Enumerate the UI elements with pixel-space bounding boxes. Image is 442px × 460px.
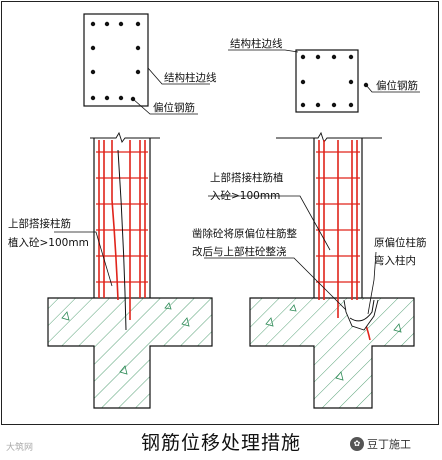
right-rebar-leader [365,84,420,93]
left-aggregate [61,302,190,375]
left-slab [47,297,213,409]
left-note-leader [54,231,113,287]
left-column-outline [83,13,149,107]
mid-note2-line2: 改后与上部柱砼整浇 [192,245,287,258]
left-edge-leader [147,67,210,85]
right-rebar-label: 偏位钢筋 [376,79,418,92]
mid-note1-line1: 上部搭接柱筋植 [210,171,284,184]
left-rebars [98,140,146,320]
right-rebar-dots [300,54,369,108]
mid-note1-leader [208,195,331,251]
left-break-line [90,131,160,143]
left-offset-bar [117,149,127,331]
right-note-line1: 原偏位柱筋 [374,236,427,249]
figure-caption: 钢筋位移处理措施 [140,432,301,454]
wechat-icon: ✿ [350,437,364,451]
right-stirrups [316,151,360,283]
right-column-outline [295,49,359,113]
left-elevation: 上部搭接柱筋 植入砼>100mm [8,131,213,409]
mid-note1-line2: 入砼>100mm [210,189,280,202]
watermark-left: 大筑网 [6,443,34,453]
mid-note2-leader [204,257,347,311]
right-aggregate [265,304,402,381]
right-plan-section: 结构柱边线 偏位钢筋 [228,37,420,113]
left-rebar-leader [132,98,198,115]
right-slab [249,297,415,409]
right-elevation: 上部搭接柱筋植 入砼>100mm 凿除砼将原偏位柱筋整 改后与上部柱砼整浇 原偏… [192,131,427,409]
left-plan-section: 结构柱边线 偏位钢筋 [83,13,217,115]
left-stirrups [96,151,148,283]
watermark-right: ✿ 豆丁施工 [350,436,411,452]
left-note-line1: 上部搭接柱筋 [8,217,71,230]
diagram-frame [1,1,439,425]
left-note-line2: 植入砼>100mm [8,236,89,249]
right-note-leader [367,251,377,315]
mid-note2-line1: 凿除砼将原偏位柱筋整 [192,227,297,240]
left-edge-label: 结构柱边线 [164,71,217,84]
right-bent-bar [349,299,375,322]
left-rebar-dots [90,21,141,102]
right-note-line2: 弯入柱内 [374,254,416,267]
left-rebar-label: 偏位钢筋 [153,101,195,114]
right-edge-label: 结构柱边线 [230,37,283,50]
rebar-offset-diagram: 结构柱边线 偏位钢筋 结构柱边线 偏位钢筋 [8,13,427,409]
right-rebars [318,140,371,341]
right-edge-leader [228,49,299,53]
right-break-line [276,131,382,143]
watermark-right-text: 豆丁施工 [367,438,411,451]
